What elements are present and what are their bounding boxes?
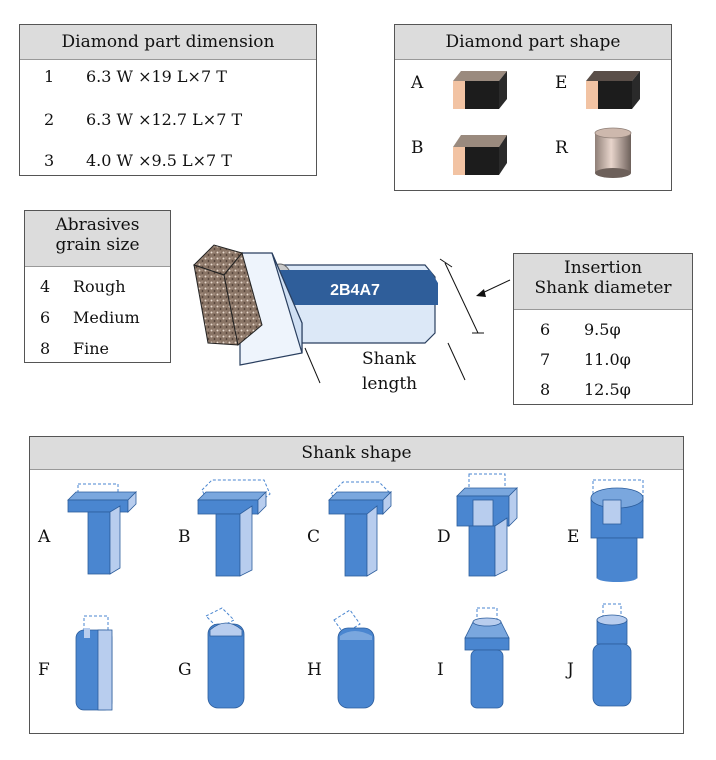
shank-d-icon bbox=[456, 473, 518, 577]
shank-code-i: I bbox=[437, 660, 444, 680]
tip-block-icon bbox=[453, 71, 507, 109]
grain-title-line2: grain size bbox=[55, 235, 140, 256]
dimension-table: Diamond part dimension 1 6.3 W ×19 L×7 T… bbox=[19, 24, 317, 176]
grain-value-medium: Medium bbox=[73, 308, 140, 327]
shape-table-title: Diamond part shape bbox=[395, 25, 671, 60]
shank-code-g: G bbox=[178, 660, 192, 680]
dimension-code-3: 3 bbox=[44, 151, 55, 170]
insertion-value-6: 9.5φ bbox=[584, 320, 621, 339]
grain-value-rough: Rough bbox=[73, 277, 126, 296]
dimension-value-2: 6.3 W ×12.7 L×7 T bbox=[86, 110, 243, 129]
tip-block-dark-icon bbox=[586, 71, 640, 109]
shape-table: Diamond part shape A E B R bbox=[394, 24, 672, 191]
insertion-table-title: Insertion Shank diameter bbox=[514, 254, 692, 310]
insertion-value-8: 12.5φ bbox=[584, 380, 631, 399]
insertion-title-line1: Insertion bbox=[563, 258, 643, 278]
shank-length-label-line2: length bbox=[362, 374, 418, 394]
grain-table: Abrasives grain size 4 Rough 6 Medium 8 … bbox=[24, 210, 171, 363]
tip-cylinder-icon bbox=[594, 127, 632, 178]
dimension-table-title: Diamond part dimension bbox=[20, 25, 316, 60]
shank-g-icon bbox=[205, 607, 245, 709]
shape-code-r: R bbox=[555, 138, 568, 158]
shank-code-j: J bbox=[567, 660, 574, 680]
shank-b-icon bbox=[197, 479, 271, 577]
insertion-code-8: 8 bbox=[540, 380, 551, 399]
tip-bevel-icon bbox=[453, 135, 507, 175]
shape-code-a: A bbox=[411, 73, 424, 93]
grain-code-6: 6 bbox=[40, 308, 51, 327]
insertion-title-line2: Shank diameter bbox=[534, 278, 672, 299]
shank-code-e: E bbox=[567, 527, 580, 547]
shank-a-icon bbox=[67, 483, 137, 575]
shank-code-d: D bbox=[437, 527, 451, 547]
shank-i-icon bbox=[464, 607, 510, 709]
dimension-value-3: 4.0 W ×9.5 L×7 T bbox=[86, 151, 232, 170]
grain-title-line1: Abrasives bbox=[55, 215, 140, 235]
dimension-code-1: 1 bbox=[44, 67, 55, 86]
shank-c-icon bbox=[328, 481, 392, 577]
dresser-tool-diagram: 2B4A7 bbox=[193, 244, 511, 384]
shank-length-label-line1: Shank bbox=[362, 349, 416, 369]
grain-code-4: 4 bbox=[40, 277, 51, 296]
shank-shape-title: Shank shape bbox=[30, 437, 683, 470]
insertion-code-6: 6 bbox=[540, 320, 551, 339]
grain-code-8: 8 bbox=[40, 339, 51, 358]
insertion-table: Insertion Shank diameter 6 9.5φ 7 11.0φ … bbox=[513, 253, 693, 405]
grain-value-fine: Fine bbox=[73, 339, 109, 358]
dimension-code-2: 2 bbox=[44, 110, 55, 129]
shank-code-b: B bbox=[178, 527, 191, 547]
shank-code-a: A bbox=[38, 527, 51, 547]
shank-code-f: F bbox=[38, 660, 50, 680]
shank-f-icon bbox=[75, 615, 113, 711]
shank-e-icon bbox=[590, 479, 644, 582]
shape-code-e: E bbox=[555, 73, 568, 93]
shank-code-c: C bbox=[307, 527, 321, 547]
shape-code-b: B bbox=[411, 138, 424, 158]
dimension-value-1: 6.3 W ×19 L×7 T bbox=[86, 67, 227, 86]
grain-table-title: Abrasives grain size bbox=[25, 211, 170, 267]
model-code-label: 2B4A7 bbox=[330, 282, 380, 299]
shank-j-icon bbox=[592, 603, 632, 707]
shank-code-h: H bbox=[307, 660, 322, 680]
shank-h-icon bbox=[333, 609, 375, 709]
insertion-code-7: 7 bbox=[540, 350, 551, 369]
insertion-value-7: 11.0φ bbox=[584, 350, 631, 369]
